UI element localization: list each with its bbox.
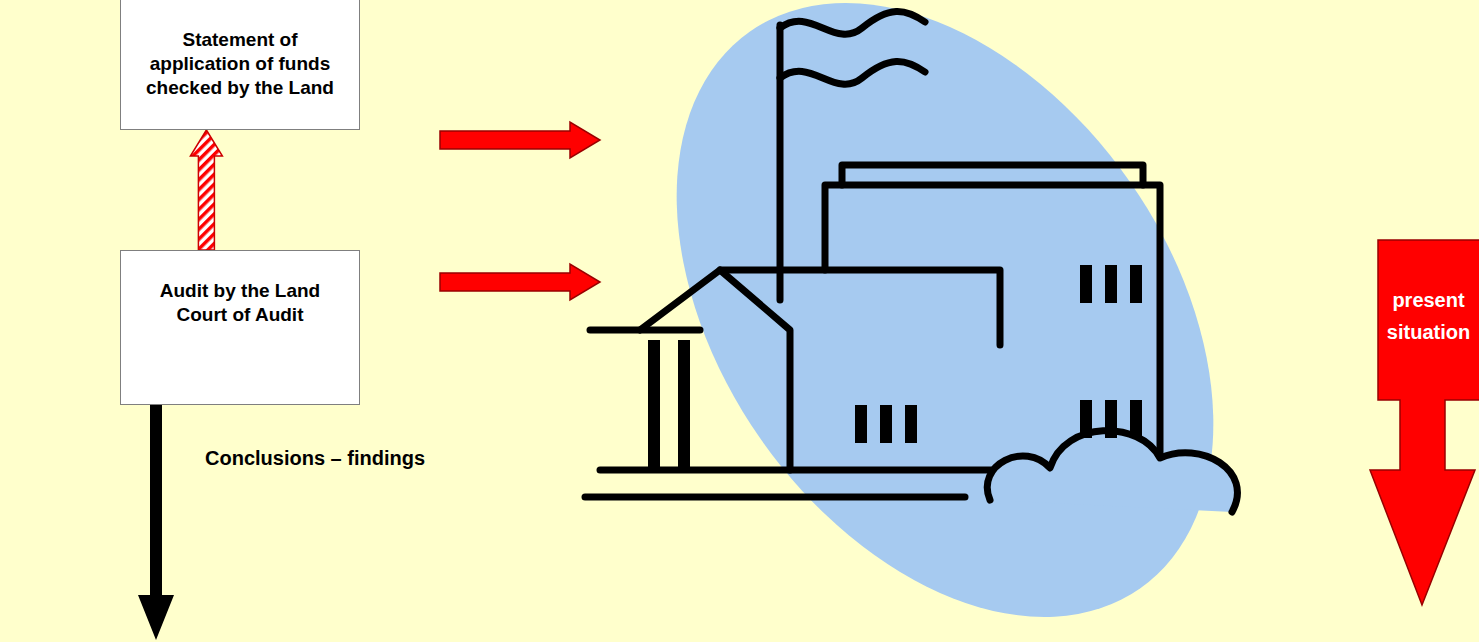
building-parapet [842,165,1143,185]
red-block-arrow [440,264,600,300]
sky-ellipse [566,0,1325,642]
building-gable [720,270,790,470]
window [1080,265,1092,303]
window [880,405,892,443]
node-text: Audit by the Land Court of Audit [138,279,343,327]
striped-block-arrow [190,130,222,250]
ground-line [585,494,965,501]
node-text: Statement of application of funds checke… [138,28,343,100]
red-block-arrow [440,122,600,158]
callout-arrow-outline [1370,240,1479,605]
callout-arrow: present situation [1378,240,1479,605]
process-box: Audit by the Land Court of Audit [120,250,360,405]
conclusions-arrow [138,405,174,640]
window [1105,400,1117,438]
flag-pole [777,25,784,300]
porch-column [648,340,660,470]
window [1080,400,1092,438]
porch-column [678,340,690,470]
arrow-label: Conclusions – findings [205,447,425,470]
window [855,405,867,443]
node-text: present situation [1378,284,1479,348]
flag [780,11,925,34]
window [1105,265,1117,303]
building-clipart [585,11,1237,512]
process-box: Statement of application of funds checke… [120,0,360,130]
bush-outline [987,431,1237,512]
building-wall [825,185,1160,460]
window [1130,265,1142,303]
callout-text-area: present situation [1378,240,1479,392]
window [1130,400,1142,438]
window [905,405,917,443]
flag [780,61,925,84]
building-roof [640,270,1000,345]
building-eave [590,327,700,334]
building-details [648,265,1142,470]
